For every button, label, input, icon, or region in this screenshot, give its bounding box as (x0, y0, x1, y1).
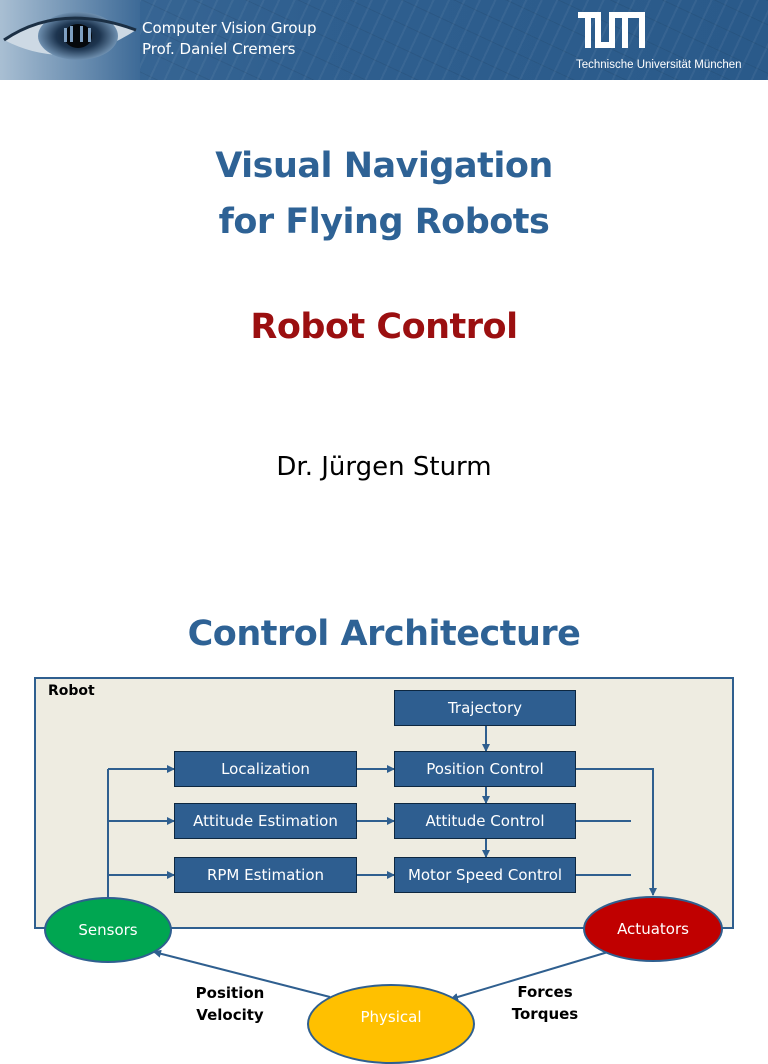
edge-label-forces-torques: Forces Torques (505, 981, 585, 1025)
physical-node: Physical (307, 984, 475, 1064)
group-name: Computer Vision Group Prof. Daniel Creme… (142, 18, 317, 60)
line-position-actuators (576, 768, 657, 896)
header-banner: Computer Vision Group Prof. Daniel Creme… (0, 0, 768, 80)
edge-label-position-velocity: Position Velocity (190, 982, 270, 1026)
slide-title: Control Architecture (187, 614, 581, 654)
trajectory-block: Trajectory (394, 690, 576, 726)
diagram-connectors (107, 726, 657, 1001)
edge-label-position: Position (195, 984, 265, 1002)
title-line-1: Visual Navigation (215, 146, 553, 186)
university-name: Technische Universität München (576, 59, 742, 71)
group-line-2: Prof. Daniel Cremers (142, 40, 296, 58)
robot-container (34, 677, 734, 929)
attitude-control-block: Attitude Control (394, 803, 576, 839)
motor-speed-control-block: Motor Speed Control (394, 857, 576, 893)
attitude-estimation-block: Attitude Estimation (174, 803, 357, 839)
edge-label-forces: Forces (517, 983, 573, 1001)
actuators-node: Actuators (583, 896, 723, 962)
edge-label-torques: Torques (511, 1005, 579, 1023)
rpm-estimation-block: RPM Estimation (174, 857, 357, 893)
author-name: Dr. Jürgen Sturm (276, 452, 492, 482)
robot-label: Robot (48, 683, 95, 699)
arrow-physical-sensors (153, 949, 331, 998)
position-control-block: Position Control (394, 751, 576, 787)
arrow-actuators-physical (450, 951, 609, 1001)
group-line-1: Computer Vision Group (142, 19, 317, 37)
title-line-2: for Flying Robots (218, 202, 550, 242)
localization-block: Localization (174, 751, 357, 787)
eye-logo-icon (0, 0, 140, 80)
page-title: Visual Navigation for Flying Robots (0, 138, 768, 250)
sensors-node: Sensors (44, 897, 172, 963)
edge-label-velocity: Velocity (196, 1006, 264, 1024)
tum-logo-icon (578, 12, 645, 48)
lecture-subtitle: Robot Control (250, 307, 518, 347)
